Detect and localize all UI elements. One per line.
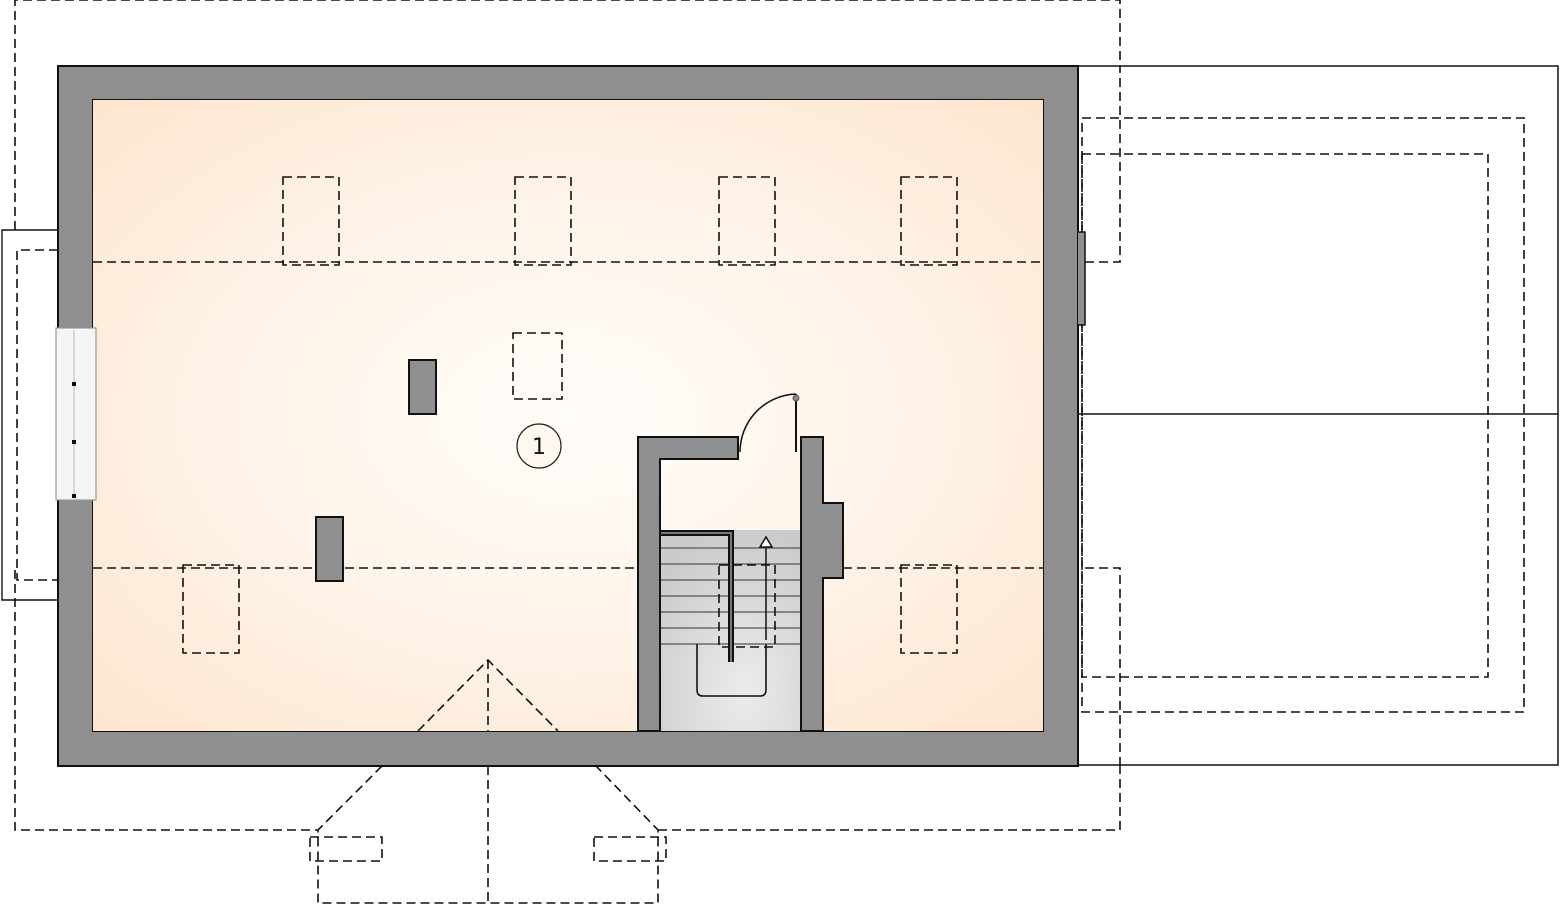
left-window-frame <box>55 327 97 501</box>
room-floor <box>93 100 1043 731</box>
roof-window-5 <box>512 332 563 400</box>
roof-window-3 <box>718 176 776 266</box>
right-wall-pier <box>1078 231 1086 326</box>
garage-annex <box>1077 65 1559 766</box>
stair-winder-path <box>696 644 767 697</box>
left-bay-dashed <box>16 249 58 581</box>
staircase <box>660 530 801 731</box>
roof-window-2 <box>514 176 572 266</box>
garage-dashed-inner <box>1081 153 1489 678</box>
roof-window-7 <box>900 564 958 654</box>
room-number-label: 1 <box>532 435 546 460</box>
chimney-1 <box>408 359 437 415</box>
window-hinge-2 <box>72 440 76 444</box>
left-window <box>55 327 97 501</box>
window-hinge-3 <box>72 494 76 498</box>
door-swing-arc <box>739 393 797 453</box>
left-bay <box>1 229 58 601</box>
dormer-outline <box>317 765 659 904</box>
stair-roof-window <box>718 564 776 648</box>
stair-door <box>739 393 800 453</box>
chimney-2 <box>315 516 344 582</box>
garage-roof-overlap-bottom <box>1085 567 1121 765</box>
garage-roof-overlap-top <box>1085 66 1121 263</box>
front-dormer <box>309 658 667 904</box>
dormer-eave-left <box>309 836 383 862</box>
stair-wall-left <box>637 436 739 732</box>
roof-windows <box>182 176 958 654</box>
door-hinge-icon <box>792 394 800 402</box>
roof-outline-bottom-left <box>14 570 318 831</box>
garage-outline <box>1077 65 1559 766</box>
dormer-eave-right <box>593 836 667 862</box>
room-number-circle <box>516 423 562 469</box>
window-hinge-1 <box>72 382 76 386</box>
roof-window-4 <box>900 176 958 266</box>
stair-wall-right <box>800 436 844 732</box>
stair-arrow-icon <box>758 535 774 548</box>
stair-handrail-core <box>660 532 732 662</box>
room-marker: 1 <box>516 423 562 469</box>
roof-window-6 <box>182 564 240 654</box>
left-bay-outline <box>1 229 58 601</box>
roof-window-1 <box>282 176 340 266</box>
